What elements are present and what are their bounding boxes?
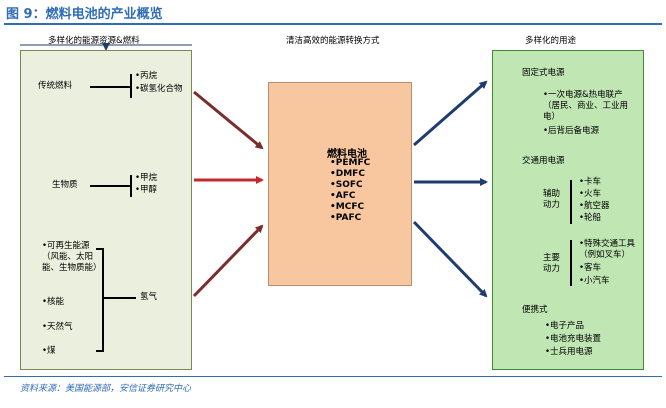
traditional-connector — [90, 86, 130, 88]
sources-bracket-bottom — [96, 350, 104, 352]
main-power-item: •特殊交通工具（例如叉车） — [579, 239, 636, 260]
auxiliary-power-label: 辅助动力 — [543, 189, 561, 210]
header-left: 多样化的能源资源&燃料 — [48, 36, 140, 46]
title-rule — [4, 23, 662, 25]
portable-heading: 便携式 — [522, 305, 548, 315]
portable-item: •电子产品 — [545, 321, 585, 331]
traditional-bracket — [130, 74, 132, 98]
transport-heading: 交通用电源 — [522, 156, 565, 166]
arrow-fuelcell-to-portable — [412, 220, 488, 298]
figure-title: 图 9：燃料电池的产业概览 — [6, 7, 163, 22]
biomass-item: •甲醇 — [135, 185, 158, 195]
main-power-item: •客车 — [579, 263, 602, 273]
stationary-item: •一次电源&热电联产（居民、商业、工业用电） — [543, 90, 629, 122]
header-center: 清洁高效的能源转换方式 — [286, 36, 380, 46]
fuel-cell-title: 燃料电池 — [327, 149, 367, 160]
fuel-cell-type: •AFC — [330, 191, 356, 201]
applications-box — [492, 50, 644, 370]
main-power-bracket — [570, 240, 572, 286]
stationary-item: •后背后备电源 — [543, 126, 600, 136]
fuel-cell-type: •MCFC — [330, 202, 365, 212]
fuel-cell-box — [268, 82, 412, 286]
hydrogen-connector — [104, 297, 136, 299]
fuel-cell-type: •DMFC — [330, 169, 365, 179]
traditional-item: •碳氢化合物 — [135, 84, 183, 94]
biomass-connector — [90, 185, 130, 187]
arrow-hydrogen-to-fuelcell — [192, 224, 264, 298]
auxiliary-item: •航空器 — [579, 201, 610, 211]
traditional-item: •丙烷 — [135, 71, 158, 81]
fuel-cell-type: •PAFC — [330, 213, 362, 223]
fuel-cell-type: •PEMFC — [330, 158, 371, 168]
main-power-label: 主要动力 — [543, 253, 561, 274]
biomass-bracket — [130, 175, 132, 197]
renewable-sources: •可再生能源（风能、太阳能、生物质能） — [42, 241, 102, 273]
portable-item: •电池充电装置 — [545, 334, 602, 344]
fuel-cell-type: •SOFC — [330, 180, 363, 190]
source-note: 资料来源：美国能源部，安信证券研究中心 — [20, 384, 192, 394]
main-power-item: •小汽车 — [579, 276, 610, 286]
traditional-fuel-label: 传统燃料 — [38, 81, 73, 91]
auxiliary-item: •卡车 — [579, 177, 602, 187]
sources-bracket — [102, 248, 104, 352]
auxiliary-bracket — [570, 180, 572, 224]
sources-bracket-top — [96, 248, 104, 250]
auxiliary-item: •轮船 — [579, 213, 602, 223]
biomass-item: •甲烷 — [135, 173, 158, 183]
coal-source: •煤 — [42, 346, 56, 356]
stationary-heading: 固定式电源 — [522, 68, 565, 78]
biomass-label: 生物质 — [52, 180, 78, 190]
hydrogen-label: 氢气 — [140, 292, 158, 302]
nuclear-source: •核能 — [42, 297, 65, 307]
bottom-rule — [4, 376, 662, 377]
arrow-traditional-to-fuelcell — [193, 90, 264, 150]
natural-gas-source: •天然气 — [42, 322, 73, 332]
auxiliary-item: •火车 — [579, 189, 602, 199]
portable-item: •士兵用电源 — [545, 347, 593, 357]
energy-resources-box — [20, 50, 192, 370]
arrow-fuelcell-to-stationary — [413, 80, 488, 147]
header-right: 多样化的用途 — [525, 36, 577, 46]
